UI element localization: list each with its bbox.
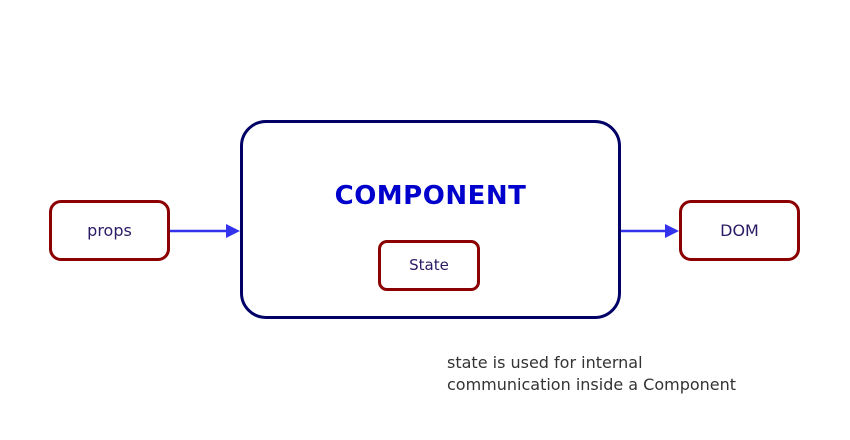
node-dom[interactable]: DOM [679, 200, 800, 261]
node-component[interactable]: COMPONENT [240, 120, 621, 319]
node-component-title: COMPONENT [334, 181, 527, 211]
node-state[interactable]: State [378, 240, 480, 291]
node-props[interactable]: props [49, 200, 170, 261]
diagram-caption: state is used for internal communication… [447, 353, 737, 394]
node-dom-label: DOM [720, 220, 759, 240]
arrow-props-to-component [170, 224, 240, 238]
node-state-label: State [409, 256, 449, 274]
arrow-component-to-dom [621, 224, 679, 238]
node-props-label: props [87, 220, 132, 240]
